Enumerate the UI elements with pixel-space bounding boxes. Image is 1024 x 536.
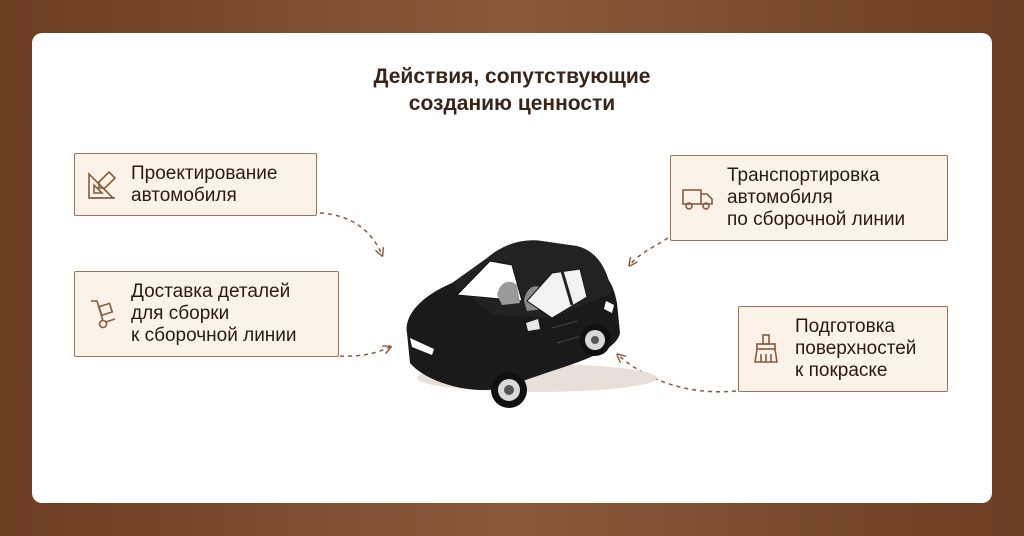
hand-truck-icon (91, 300, 116, 329)
delivery-truck-icon (682, 189, 713, 210)
step-box-surface-prep: Подготовка поверхностей к покраске (738, 306, 948, 392)
step-box-parts-delivery: Доставка деталей для сборки к сборочной … (74, 271, 339, 357)
step-box-transport: Транспортировка автомобиля по сборочной … (670, 155, 948, 241)
arrow-design (319, 212, 382, 255)
drafting-tools-icon (88, 170, 117, 199)
connector-arrows (319, 212, 737, 393)
content-card: Действия, сопутствующие созданию ценност… (32, 33, 992, 503)
arrow-transport (630, 237, 669, 265)
arrow-surface (618, 355, 737, 393)
step-box-design: Проектирование автомобиля (74, 153, 317, 216)
step-label-design: Проектирование автомобиля (131, 162, 278, 206)
diagram-title: Действия, сопутствующие созданию ценност… (373, 65, 651, 115)
car-illustration (406, 240, 657, 408)
paint-brush-icon (754, 334, 778, 363)
step-label-parts-delivery: Доставка деталей для сборки к сборочной … (131, 281, 297, 346)
step-label-surface-prep: Подготовка поверхностей к покраске (795, 316, 917, 381)
step-label-transport: Транспортировка автомобиля по сборочной … (727, 165, 906, 230)
